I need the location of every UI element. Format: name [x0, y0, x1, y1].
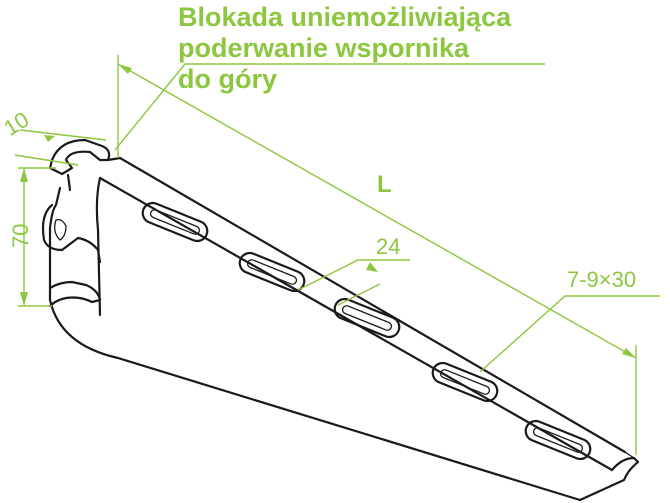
- bracket-outline: [41, 138, 640, 502]
- callout-line-1: Blokada uniemożliwiająca: [178, 2, 512, 32]
- slot: [431, 361, 499, 403]
- slots-group: [141, 201, 592, 461]
- dim-length-label: L: [377, 171, 392, 198]
- callout-line-2: poderwanie wspornika: [178, 33, 470, 63]
- dimension-lines: [14, 55, 660, 455]
- dim-height-label: 70: [8, 224, 33, 248]
- callout-line-3: do góry: [178, 64, 277, 94]
- slot: [141, 201, 209, 243]
- slot: [524, 419, 592, 461]
- dim-slot-spacing-label: 24: [376, 234, 400, 259]
- lock-callout-text: Blokada uniemożliwiająca poderwanie wspo…: [178, 2, 511, 95]
- slot: [238, 251, 306, 293]
- dim-slots-label: 7-9×30: [567, 267, 636, 292]
- slot: [333, 297, 401, 339]
- dim-thickness-label: 10: [0, 107, 33, 141]
